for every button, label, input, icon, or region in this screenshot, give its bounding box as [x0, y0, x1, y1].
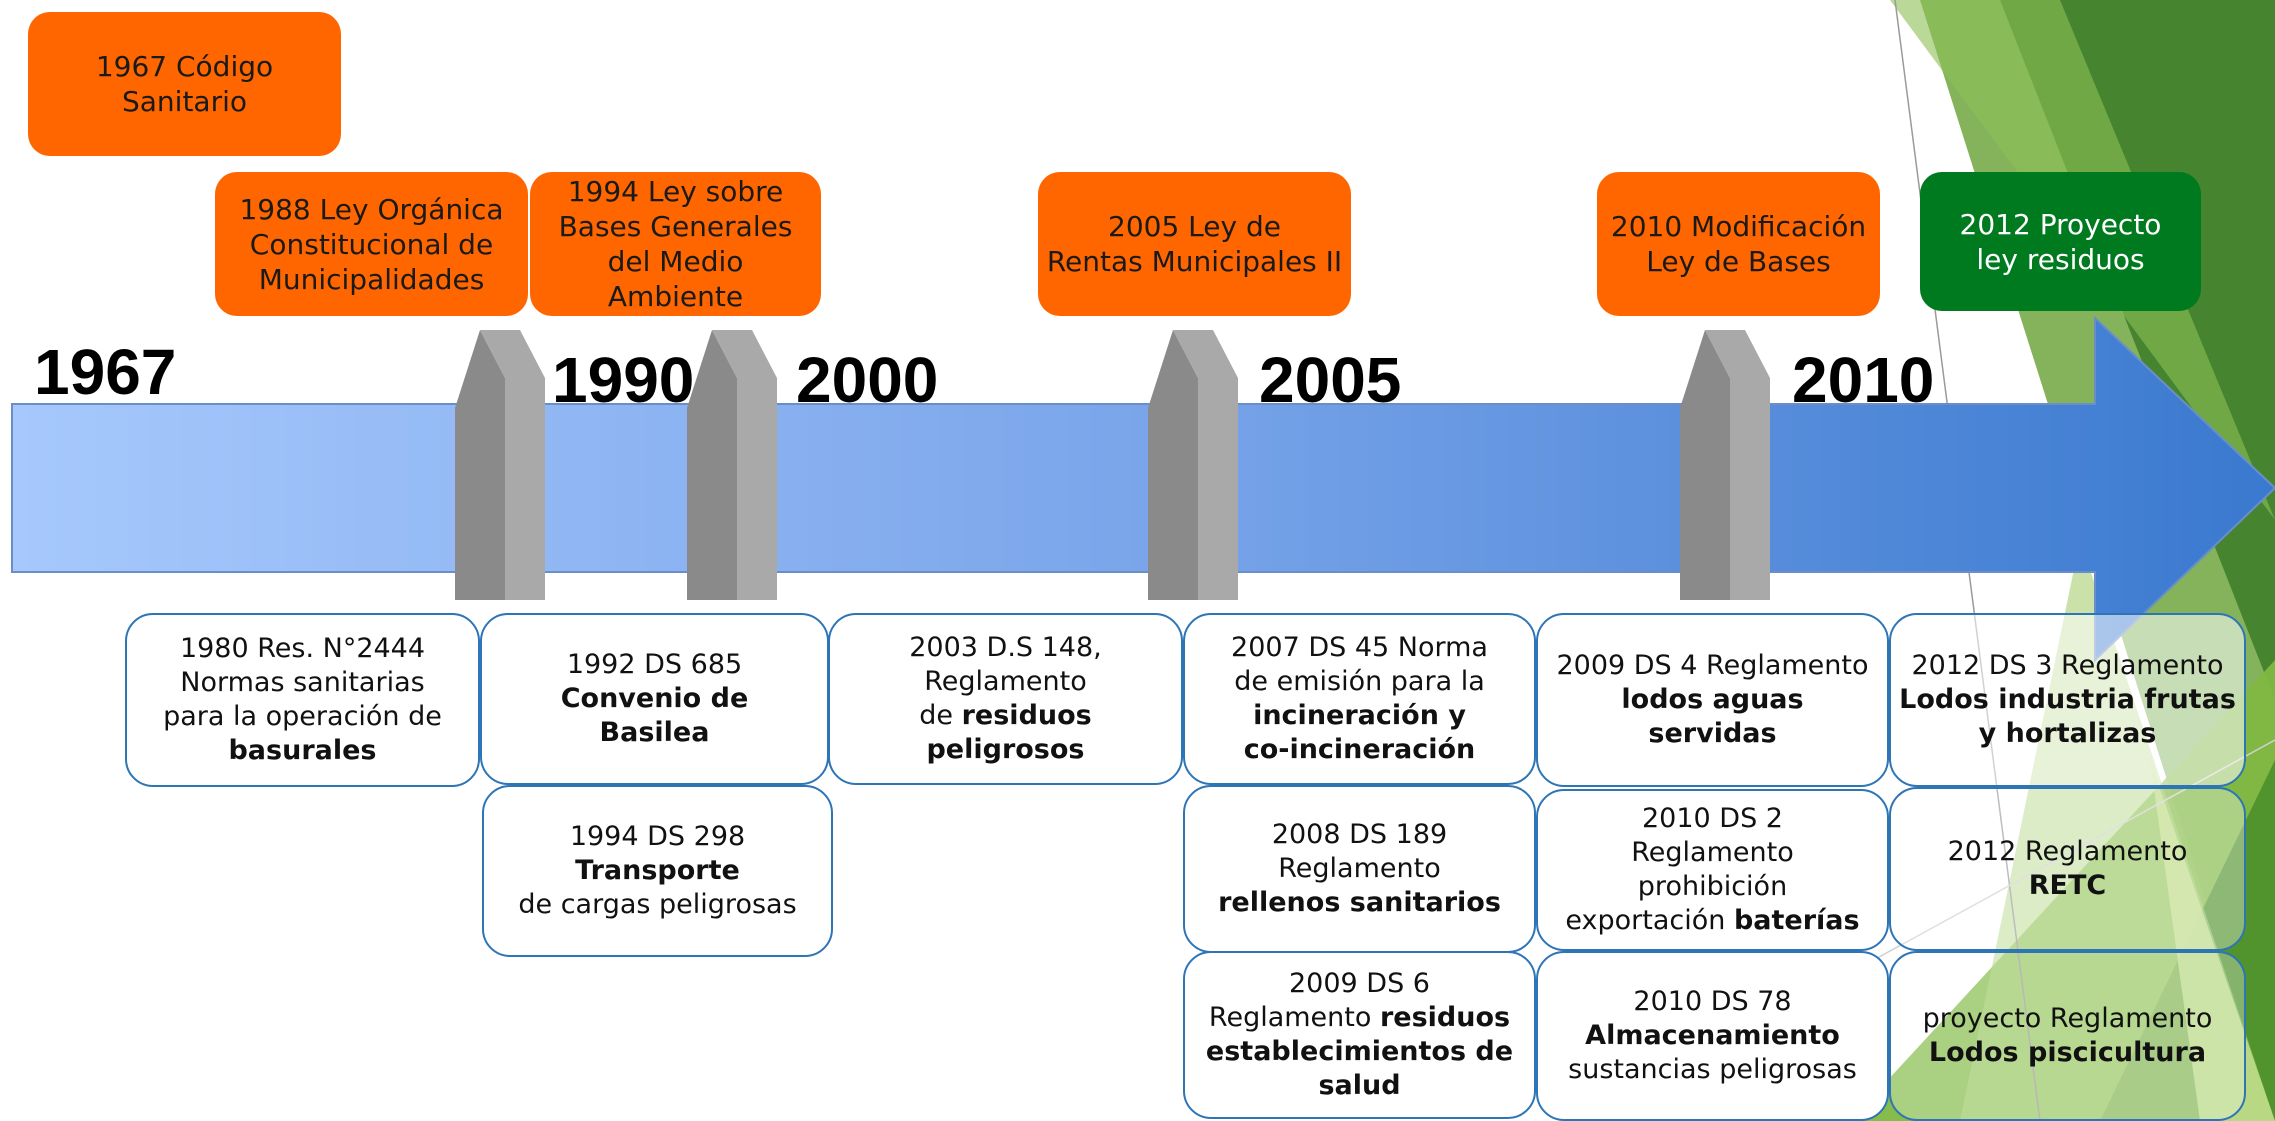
regulation-line: incineración y [1253, 700, 1466, 731]
milestone-marker-1988 [455, 330, 545, 600]
regulation-box-2003: 2003 D.S 148, Reglamento de residuos pel… [828, 613, 1183, 785]
regulation-line: 2003 D.S 148, [909, 632, 1102, 663]
law-box-1988: 1988 Ley Orgánica Constitucional de Muni… [215, 172, 528, 316]
law-line: Sanitario [121, 85, 247, 118]
milestone-marker-2010 [1680, 330, 1770, 600]
law-line: 1994 Ley sobre [567, 175, 784, 208]
regulation-line: 2007 DS 45 Norma [1231, 632, 1488, 663]
regulation-line: 1994 DS 298 [569, 821, 746, 852]
regulation-box-2009-ds4: 2009 DS 4 Reglamento lodos aguas servida… [1536, 613, 1889, 787]
milestone-marker-2005 [1148, 330, 1238, 600]
law-line: Ley de Bases [1646, 245, 1831, 278]
regulation-box-piscicultura: proyecto Reglamento Lodos piscicultura [1889, 951, 2246, 1121]
law-line: Municipalidades [258, 262, 485, 296]
regulation-line: Lodos industria frutas [1899, 684, 2236, 715]
regulation-line: Convenio de [560, 683, 749, 714]
regulation-line: RETC [2028, 870, 2107, 901]
regulation-line: Reglamento [1278, 853, 1441, 884]
law-line: 1967 Código [95, 50, 274, 83]
regulation-line: 2010 DS 78 [1633, 986, 1792, 1017]
year-label: 2005 [1259, 344, 1402, 416]
regulation-line: Lodos piscicultura [1928, 1037, 2207, 1068]
year-label: 2010 [1792, 344, 1935, 416]
regulation-line: Basilea [599, 717, 710, 748]
regulation-line: Reglamento [1631, 837, 1794, 868]
regulation-bold-fragment: residuos peligrosos [926, 700, 1092, 765]
law-line: 2012 Proyecto [1959, 207, 2162, 241]
regulation-line: de residuos peligrosos [919, 700, 1092, 765]
regulation-line: 2008 DS 189 [1271, 819, 1448, 850]
year-label: 1990 [552, 344, 695, 416]
regulation-line: 2012 Reglamento [1947, 836, 2188, 867]
law-line: 2005 Ley de [1108, 210, 1281, 243]
regulation-bold-fragment: residuos [1379, 1002, 1511, 1033]
regulation-box-2009-ds6: 2009 DS 6 Reglamento residuos establecim… [1183, 951, 1536, 1119]
regulation-line: lodos aguas [1621, 684, 1804, 715]
regulation-line: 2009 DS 4 Reglamento [1556, 650, 1869, 681]
regulation-box-2007: 2007 DS 45 Norma de emisión para la inci… [1183, 613, 1536, 785]
regulation-box-2010-ds78: 2010 DS 78 Almacenamiento sustancias pel… [1536, 951, 1889, 1121]
law-box-2012: 2012 Proyecto ley residuos [1920, 172, 2201, 311]
law-line: 2010 Modificación [1610, 210, 1867, 243]
regulation-line: Normas sanitarias [180, 667, 425, 698]
regulation-box-1992: 1992 DS 685 Convenio de Basilea [480, 613, 829, 785]
regulation-line: para la operación de [163, 701, 442, 732]
regulation-line: basurales [228, 735, 377, 766]
regulation-line: servidas [1648, 718, 1777, 749]
regulation-line: y hortalizas [1978, 718, 2157, 749]
law-box-2010: 2010 Modificación Ley de Bases [1597, 172, 1880, 316]
regulation-line: Almacenamiento [1585, 1020, 1840, 1051]
regulation-line: rellenos sanitarios [1218, 887, 1501, 918]
regulation-line: proyecto Reglamento [1922, 1003, 2213, 1034]
regulation-line: Reglamento [924, 666, 1087, 697]
regulation-box-2010-ds2: 2010 DS 2 Reglamento prohibición exporta… [1536, 789, 1889, 951]
regulation-box-1994: 1994 DS 298 Transporte de cargas peligro… [482, 785, 833, 957]
regulation-line: salud [1318, 1070, 1401, 1101]
regulation-line: 2009 DS 6 [1289, 968, 1430, 999]
timeline-arrow [11, 315, 2275, 663]
regulation-box-2012-ds3: 2012 DS 3 Reglamento Lodos industria fru… [1889, 613, 2246, 787]
law-box-1967: 1967 Código Sanitario [28, 12, 341, 156]
regulation-line: de cargas peligrosas [518, 889, 797, 920]
law-box-2005: 2005 Ley de Rentas Municipales II [1038, 172, 1351, 316]
regulation-line: 2010 DS 2 [1642, 803, 1783, 834]
regulation-line: 1992 DS 685 [566, 649, 743, 680]
law-line: Constitucional de [249, 227, 494, 261]
law-line: 1988 Ley Orgánica [239, 192, 504, 226]
regulation-box-1980: 1980 Res. N°2444 Normas sanitarias para … [125, 613, 480, 787]
regulation-line: establecimientos de [1205, 1036, 1514, 1067]
regulation-line: Transporte [575, 855, 740, 886]
law-line: Rentas Municipales II [1046, 245, 1343, 278]
regulation-line: prohibición [1637, 871, 1788, 902]
year-label: 2000 [796, 344, 939, 416]
regulation-line: exportación baterías [1565, 905, 1860, 936]
law-line: Bases Generales [558, 210, 793, 243]
law-line: ley residuos [1976, 242, 2145, 276]
milestone-marker-1994 [687, 330, 777, 600]
regulation-line: co-incineración [1243, 734, 1476, 765]
year-label: 1967 [34, 336, 177, 408]
regulation-line: 1980 Res. N°2444 [179, 633, 426, 664]
regulation-box-2012-retc: 2012 Reglamento RETC [1889, 787, 2246, 951]
regulation-line: de emisión para la [1234, 666, 1485, 697]
regulation-box-2008: 2008 DS 189 Reglamento rellenos sanitari… [1183, 785, 1536, 953]
regulation-bold-fragment: baterías [1733, 905, 1860, 936]
regulation-line: Reglamento residuos [1208, 1002, 1511, 1033]
law-line: del Medio Ambiente [607, 245, 744, 313]
law-box-1994: 1994 Ley sobre Bases Generales del Medio… [530, 172, 821, 316]
regulation-line: 2012 DS 3 Reglamento [1911, 650, 2224, 681]
regulation-line: sustancias peligrosas [1568, 1054, 1857, 1085]
